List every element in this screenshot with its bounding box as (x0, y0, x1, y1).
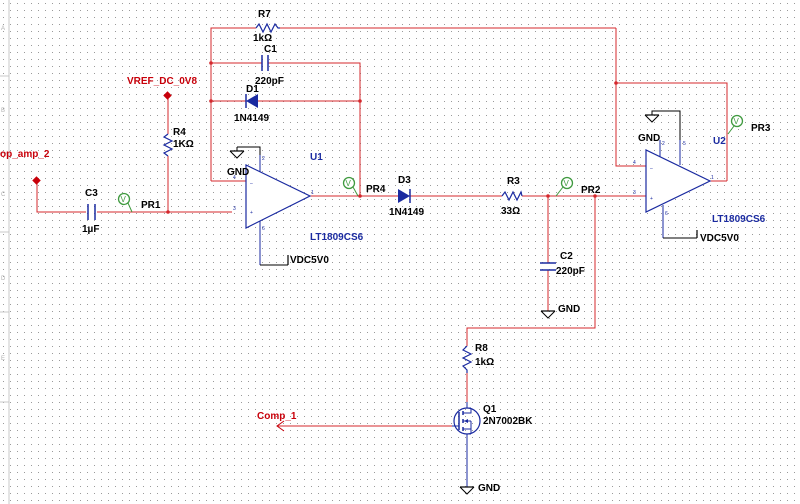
u2-pin-1: 1 (711, 175, 714, 181)
r8-ref: R8 (475, 343, 488, 354)
net-op-amp-2[interactable]: op_amp_2 (0, 149, 50, 185)
pr1-label: PR1 (141, 200, 161, 211)
q1-value: 2N7002BK (483, 416, 533, 427)
capacitor-c1[interactable]: C1 220pF (255, 44, 284, 87)
u2-vdc-label: VDC5V0 (700, 233, 739, 244)
u1-value: LT1809CS6 (310, 232, 364, 243)
net-label-op-amp-2: op_amp_2 (0, 149, 50, 160)
d3-ref: D3 (398, 175, 411, 186)
r8-value: 1kΩ (475, 357, 494, 368)
d1-ref: D1 (246, 84, 259, 95)
junctions (166, 61, 618, 214)
u2-pin-4: 4 (633, 160, 636, 166)
probe-pr3[interactable]: V PR3 (727, 114, 771, 135)
probe-pr1[interactable]: V PR1 (117, 192, 161, 213)
u1-pin-4: 4 (233, 175, 236, 181)
ground-u1: GND (227, 146, 261, 178)
pr2-symbol: V (564, 179, 570, 188)
left-ruler: A B C D E (0, 0, 10, 504)
opamp-u2[interactable]: – + 4 3 1 2 5 6 U2 LT1809CS6 (633, 136, 766, 238)
ruler-letter-b: B (1, 108, 5, 114)
ground-u2: GND (638, 110, 681, 144)
net-comp-1[interactable]: Comp_1 (257, 411, 297, 432)
resistor-r8[interactable]: R8 1kΩ (461, 343, 494, 373)
u2-pin-5: 5 (683, 141, 686, 147)
u1-minus-sign: – (250, 181, 253, 187)
u2-pin-6: 6 (665, 211, 668, 217)
q1-gnd-label: GND (478, 483, 500, 494)
ruler-letter-c: C (1, 192, 6, 198)
u1-pin-1: 1 (311, 190, 314, 196)
u1-vdc-label: VDC5V0 (290, 255, 329, 266)
vdc-u2: VDC5V0 (663, 230, 739, 244)
vdc-u1: VDC5V0 (260, 255, 329, 266)
ruler-letter-a: A (1, 26, 5, 32)
u1-pin-6: 6 (262, 226, 265, 232)
u1-pin-3: 3 (233, 206, 236, 212)
d3-value: 1N4149 (389, 207, 424, 218)
pr4-symbol: V (346, 179, 352, 188)
q1-ref: Q1 (483, 404, 497, 415)
u1-pin-2-top: 2 (262, 156, 265, 162)
r3-value: 33Ω (501, 206, 520, 217)
r7-ref: R7 (258, 9, 271, 20)
pr3-label: PR3 (751, 123, 771, 134)
net-vref[interactable]: VREF_DC_0V8 (127, 76, 197, 100)
u2-gnd-label: GND (638, 133, 660, 144)
r3-ref: R3 (507, 176, 520, 187)
net-label-vref: VREF_DC_0V8 (127, 76, 197, 87)
diode-d3[interactable]: D3 1N4149 (389, 175, 424, 218)
c2-value: 220pF (556, 266, 585, 277)
diode-d1[interactable]: D1 1N4149 (234, 84, 269, 124)
c2-ref: C2 (560, 251, 573, 262)
u1-gnd-label: GND (227, 167, 249, 178)
ground-q1: GND (459, 483, 500, 495)
resistor-r4[interactable]: R4 1KΩ (162, 127, 194, 157)
pr4-label: PR4 (366, 184, 386, 195)
c3-value: 1µF (82, 224, 99, 235)
probe-pr4[interactable]: V PR4 (342, 176, 386, 197)
d1-value: 1N4149 (234, 113, 269, 124)
u2-minus-sign: – (650, 166, 653, 172)
opamp-u1[interactable]: – + 4 3 1 2 6 U1 LT1809CS6 (233, 152, 364, 265)
ruler-letter-d: D (1, 276, 6, 282)
pr3-symbol: V (734, 117, 740, 126)
r4-value: 1KΩ (173, 139, 194, 150)
ruler-letter-e: E (1, 356, 5, 362)
u1-plus-sign: + (250, 210, 253, 216)
capacitor-c2[interactable]: C2 220pF (540, 251, 585, 277)
u2-plus-sign: + (650, 196, 653, 202)
pr2-label: PR2 (581, 185, 601, 196)
u2-pin-3: 3 (633, 190, 636, 196)
u2-value: LT1809CS6 (712, 214, 766, 225)
c1-value: 220pF (255, 76, 284, 87)
wires (36, 27, 728, 427)
u2-pin-2-top: 2 (662, 141, 665, 147)
ground-c2: GND (540, 304, 580, 319)
resistor-r3[interactable]: R3 33Ω (501, 176, 523, 217)
r4-ref: R4 (173, 127, 186, 138)
u1-ref: U1 (310, 152, 323, 163)
net-label-comp-1: Comp_1 (257, 411, 297, 422)
probe-pr2[interactable]: V PR2 (555, 176, 601, 197)
c2-gnd-label: GND (558, 304, 580, 315)
mosfet-q1[interactable]: Q1 2N7002BK (452, 402, 533, 487)
c1-ref: C1 (264, 44, 277, 55)
pr1-symbol: V (121, 195, 127, 204)
capacitor-c3[interactable]: C3 1µF (82, 188, 99, 235)
c3-ref: C3 (85, 188, 98, 199)
resistor-r7[interactable]: R7 1kΩ (253, 9, 280, 44)
r7-value: 1kΩ (253, 33, 272, 44)
u2-ref: U2 (713, 136, 726, 147)
